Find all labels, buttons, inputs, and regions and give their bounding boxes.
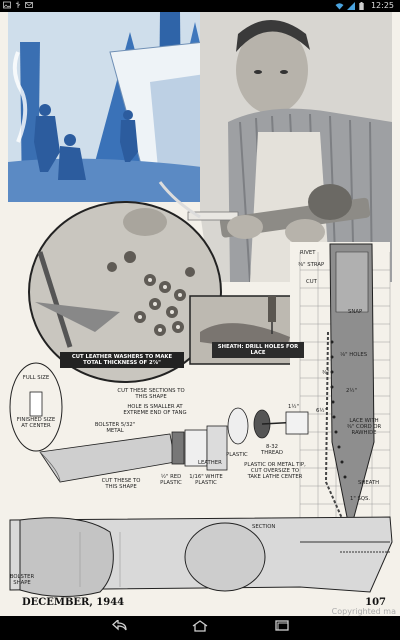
recent-apps-button[interactable] [272, 620, 292, 636]
mail-icon [25, 1, 33, 9]
label-dim-2half: 2½" [346, 388, 357, 394]
label-finished-size: FINISHED SIZE AT CENTER [16, 417, 56, 429]
battery-icon [359, 1, 367, 10]
handle-drawing [9, 516, 393, 597]
label-cut-sections: CUT THESE SECTIONS TO THIS SHAPE [117, 388, 185, 400]
recent-apps-icon [274, 620, 290, 636]
label-bolster-shape: BOLSTER SHAPE [9, 574, 35, 586]
status-right: 12:25 [335, 1, 394, 10]
usb-icon [14, 1, 22, 9]
label-squares: 1" SQS. [350, 496, 371, 502]
label-leather: LEATHER [198, 460, 222, 466]
label-snap: SNAP [348, 309, 363, 315]
label-dim-6half: 6½" [316, 408, 327, 414]
label-strap: ⅜" STRAP [298, 262, 325, 268]
page-number: 107 [365, 597, 386, 608]
label-rivet: RIVET [300, 250, 316, 256]
footer-date: DECEMBER, 1944 [22, 597, 125, 608]
label-white-plastic: 1/16" WHITE PLASTIC [189, 474, 223, 486]
back-button[interactable] [110, 618, 130, 636]
knife-diagram [9, 362, 309, 483]
label-lace-note: LACE WITH ⅜" CORD OR RAWHIDE [346, 418, 382, 436]
label-cut: CUT [306, 279, 317, 285]
status-bar: 12:25 [0, 0, 400, 12]
status-left [3, 1, 33, 9]
navigation-bar [0, 616, 400, 640]
signal-icon [346, 1, 355, 10]
magazine-page[interactable]: CUT LEATHER WASHERS TO MAKE TOTAL THICKN… [0, 12, 400, 616]
label-thread: 8-32 THREAD [261, 444, 283, 456]
sheath-drill-caption: SHEATH: DRILL HOLES FOR LACE [212, 342, 304, 358]
label-cap-note: PLASTIC OR METAL TIP, CUT OVERSIZE TO TA… [244, 462, 306, 480]
label-plastic: PLASTIC [226, 452, 248, 458]
label-sheath: SHEATH [358, 480, 380, 486]
label-full-size: FULL SIZE [22, 375, 50, 381]
wifi-icon [335, 2, 344, 10]
copyright-watermark: Copyrighted ma [331, 607, 396, 616]
label-red-plastic: ½" RED PLASTIC [160, 474, 182, 486]
home-icon [191, 620, 209, 636]
label-bolster: BOLSTER 5/32" METAL [94, 422, 136, 434]
label-holes: ⅛" HOLES [340, 352, 368, 358]
back-icon [112, 618, 128, 636]
sheath-template [290, 242, 391, 542]
image-notification-icon [3, 1, 11, 9]
status-time: 12:25 [370, 1, 394, 10]
home-button[interactable] [190, 620, 210, 636]
label-1-5-inch: 1½" [288, 404, 299, 410]
washers-photo [28, 201, 222, 383]
label-hole-note: HOLE IS SMALLER AT EXTREME END OF TANG [123, 404, 187, 416]
label-dim-half: ⅜" [322, 370, 330, 376]
washers-caption: CUT LEATHER WASHERS TO MAKE TOTAL THICKN… [60, 352, 184, 368]
label-section: SECTION [252, 524, 276, 530]
label-cut-shape: CUT THESE TO THIS SHAPE [101, 478, 141, 490]
page-artwork [8, 12, 393, 597]
